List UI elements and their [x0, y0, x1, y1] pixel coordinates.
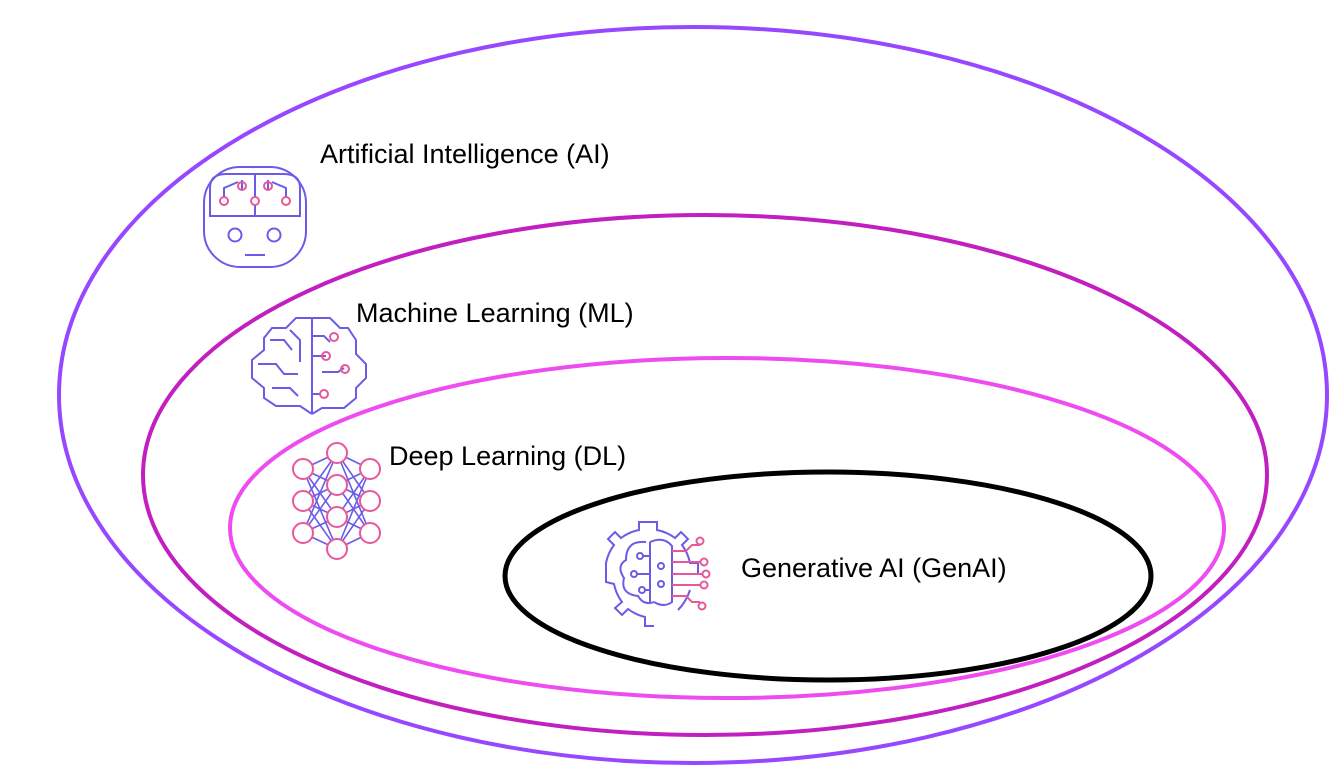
gear-brain-circuit-icon: [605, 521, 711, 627]
genai-ellipse: [502, 469, 1154, 683]
network-node: [326, 538, 348, 560]
network-node: [292, 522, 314, 544]
network-edge: [336, 468, 371, 550]
ai-ellipse: [57, 25, 1329, 765]
network-node: [326, 474, 348, 496]
ml-ellipse: [141, 213, 1269, 737]
network-node: [292, 490, 314, 512]
network-node: [326, 506, 348, 528]
network-node: [359, 522, 381, 544]
ai-label: Artificial Intelligence (AI): [320, 139, 610, 169]
brain-circuit-icon: [251, 317, 367, 415]
network-node: [359, 458, 381, 480]
dl-ellipse: [228, 356, 1226, 700]
network-node: [359, 490, 381, 512]
neural-network-icon: [292, 442, 381, 560]
ml-label: Machine Learning (ML): [356, 298, 634, 328]
network-edge: [302, 452, 338, 534]
network-node: [326, 442, 348, 464]
robot-head-circuit-icon: [203, 166, 307, 268]
network-node: [292, 458, 314, 480]
genai-label: Generative AI (GenAI): [741, 553, 1007, 583]
dl-label: Deep Learning (DL): [389, 441, 626, 471]
